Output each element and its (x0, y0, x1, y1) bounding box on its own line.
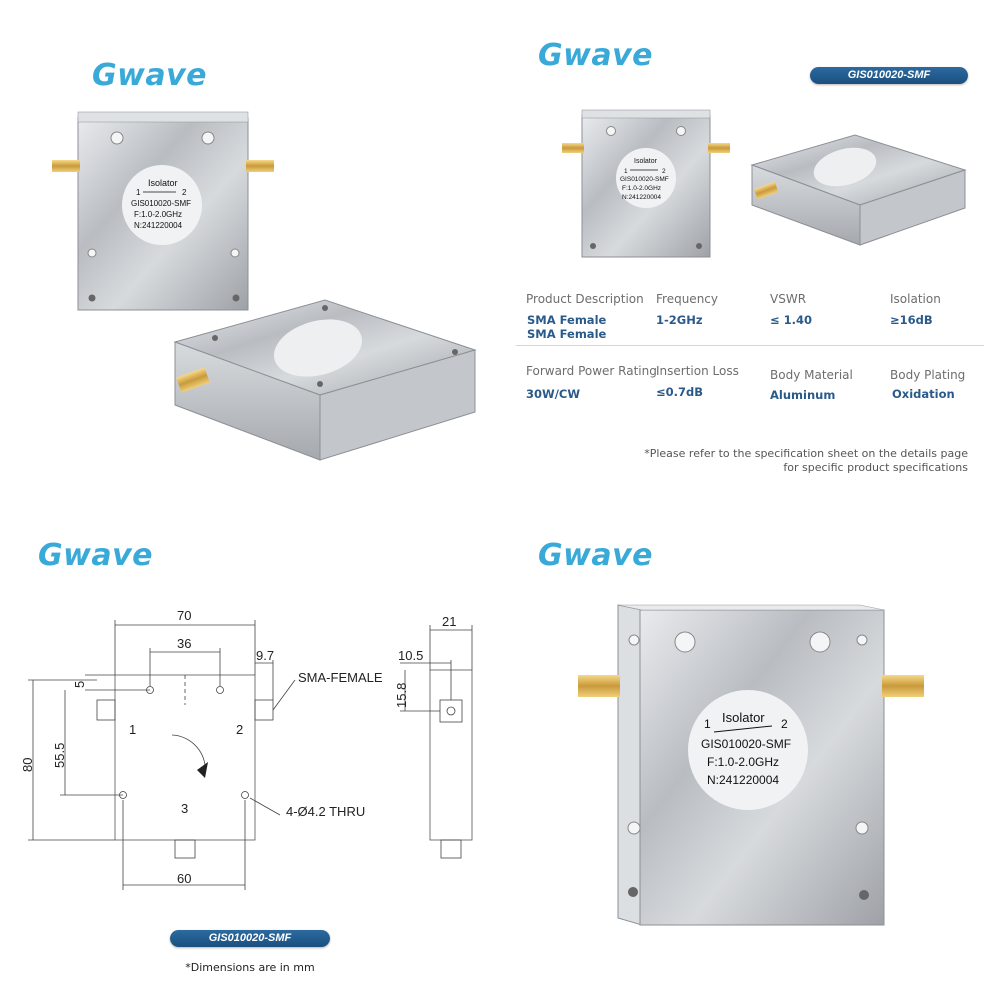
q2-label-type: Isolator (634, 158, 658, 165)
dim-10-5: 10.5 (398, 648, 423, 663)
spec-value-body-plating: Oxidation (892, 387, 955, 401)
dim-5: 5 (72, 681, 87, 688)
spec-label-insertion-loss: Insertion Loss (656, 364, 739, 378)
spec-value-body-material: Aluminum (770, 388, 836, 402)
q1-label-model: GIS010020-SMF (131, 199, 191, 208)
spec-label-vswr: VSWR (770, 292, 807, 306)
spec-label-forward-power: Forward Power Rating (526, 364, 657, 378)
isolator-front-photo-q2: Isolator 1 2 GIS010020-SMF F:1.0-2.0GHz … (562, 109, 730, 258)
spec-value-vswr: ≤ 1.40 (770, 313, 813, 327)
isolator-angled-photo-q1 (173, 299, 477, 461)
isolator-angled-photo-q2 (750, 134, 967, 246)
spec-value-insertion-loss: ≤0.7dB (656, 385, 704, 399)
q2-label-port1: 1 (624, 168, 628, 175)
spec-divider (516, 345, 984, 346)
q1-label-port2: 2 (182, 188, 187, 197)
dim-15-8: 15.8 (394, 683, 409, 708)
q1-label-freq: F:1.0-2.0GHz (134, 210, 182, 219)
q4-label-serial: N:241220004 (707, 773, 779, 787)
dim-60: 60 (177, 871, 191, 886)
dimensions-footnote: *Dimensions are in mm (185, 961, 315, 974)
q2-label-port2: 2 (662, 168, 666, 175)
spec-value-product-description: SMA Female (527, 313, 607, 327)
isolator-front-photo-q4: Isolator 1 2 GIS010020-SMF F:1.0-2.0GHz … (578, 604, 924, 926)
q4-label-type: Isolator (722, 710, 765, 725)
brand-logo-q3: Gwave (38, 538, 153, 573)
connector-label: SMA-FEMALE (298, 670, 383, 685)
brand-logo-q4: Gwave (538, 538, 653, 573)
port-2-label: 2 (236, 722, 243, 737)
q1-label-serial: N:241220004 (134, 221, 183, 230)
spec-note-line1: *Please refer to the specification sheet… (644, 447, 968, 460)
port-1-label: 1 (129, 722, 136, 737)
dimension-labels: 70 36 9.7 5 55.5 80 60 21 10.5 15.8 SMA-… (20, 608, 456, 886)
dim-70: 70 (177, 608, 191, 623)
dim-36: 36 (177, 636, 191, 651)
spec-label-body-material: Body Material (770, 368, 853, 382)
q1-label-type: Isolator (148, 178, 178, 188)
dim-55-5: 55.5 (52, 743, 67, 768)
spec-label-isolation: Isolation (890, 292, 941, 306)
q4-label-port1: 1 (704, 717, 711, 731)
holes-label: 4-Ø4.2 THRU (286, 804, 365, 819)
dim-80: 80 (20, 758, 35, 772)
q1-label-port1: 1 (136, 188, 141, 197)
model-pill-top: GIS010020-SMF (810, 67, 968, 84)
dim-21: 21 (442, 614, 456, 629)
spec-value-forward-power: 30W/CW (526, 387, 581, 401)
spec-value-isolation: ≥16dB (890, 313, 933, 327)
spec-value-product-description-2: SMA Female (527, 327, 607, 341)
spec-note-line2: for specific product specifications (783, 461, 968, 474)
q2-label-serial: N:241220004 (622, 194, 661, 201)
dimension-drawing (28, 620, 473, 890)
brand-logo-q2: Gwave (538, 38, 653, 73)
q2-label-freq: F:1.0-2.0GHz (622, 185, 661, 192)
spec-value-frequency: 1-2GHz (656, 313, 703, 327)
spec-label-frequency: Frequency (656, 292, 718, 306)
isolator-front-photo-q1: Isolator 1 2 GIS010020-SMF F:1.0-2.0GHz … (52, 111, 274, 311)
q4-label-freq: F:1.0-2.0GHz (707, 755, 779, 769)
port-3-label: 3 (181, 801, 188, 816)
brand-logo-q1: Gwave (92, 58, 207, 93)
q4-label-port2: 2 (781, 717, 788, 731)
spec-label-product-description: Product Description (526, 292, 644, 306)
q4-label-model: GIS010020-SMF (701, 737, 791, 751)
dim-9-7: 9.7 (256, 648, 274, 663)
spec-label-body-plating: Body Plating (890, 368, 966, 382)
q2-label-model: GIS010020-SMF (620, 176, 669, 183)
model-pill-bottom: GIS010020-SMF (170, 930, 330, 947)
